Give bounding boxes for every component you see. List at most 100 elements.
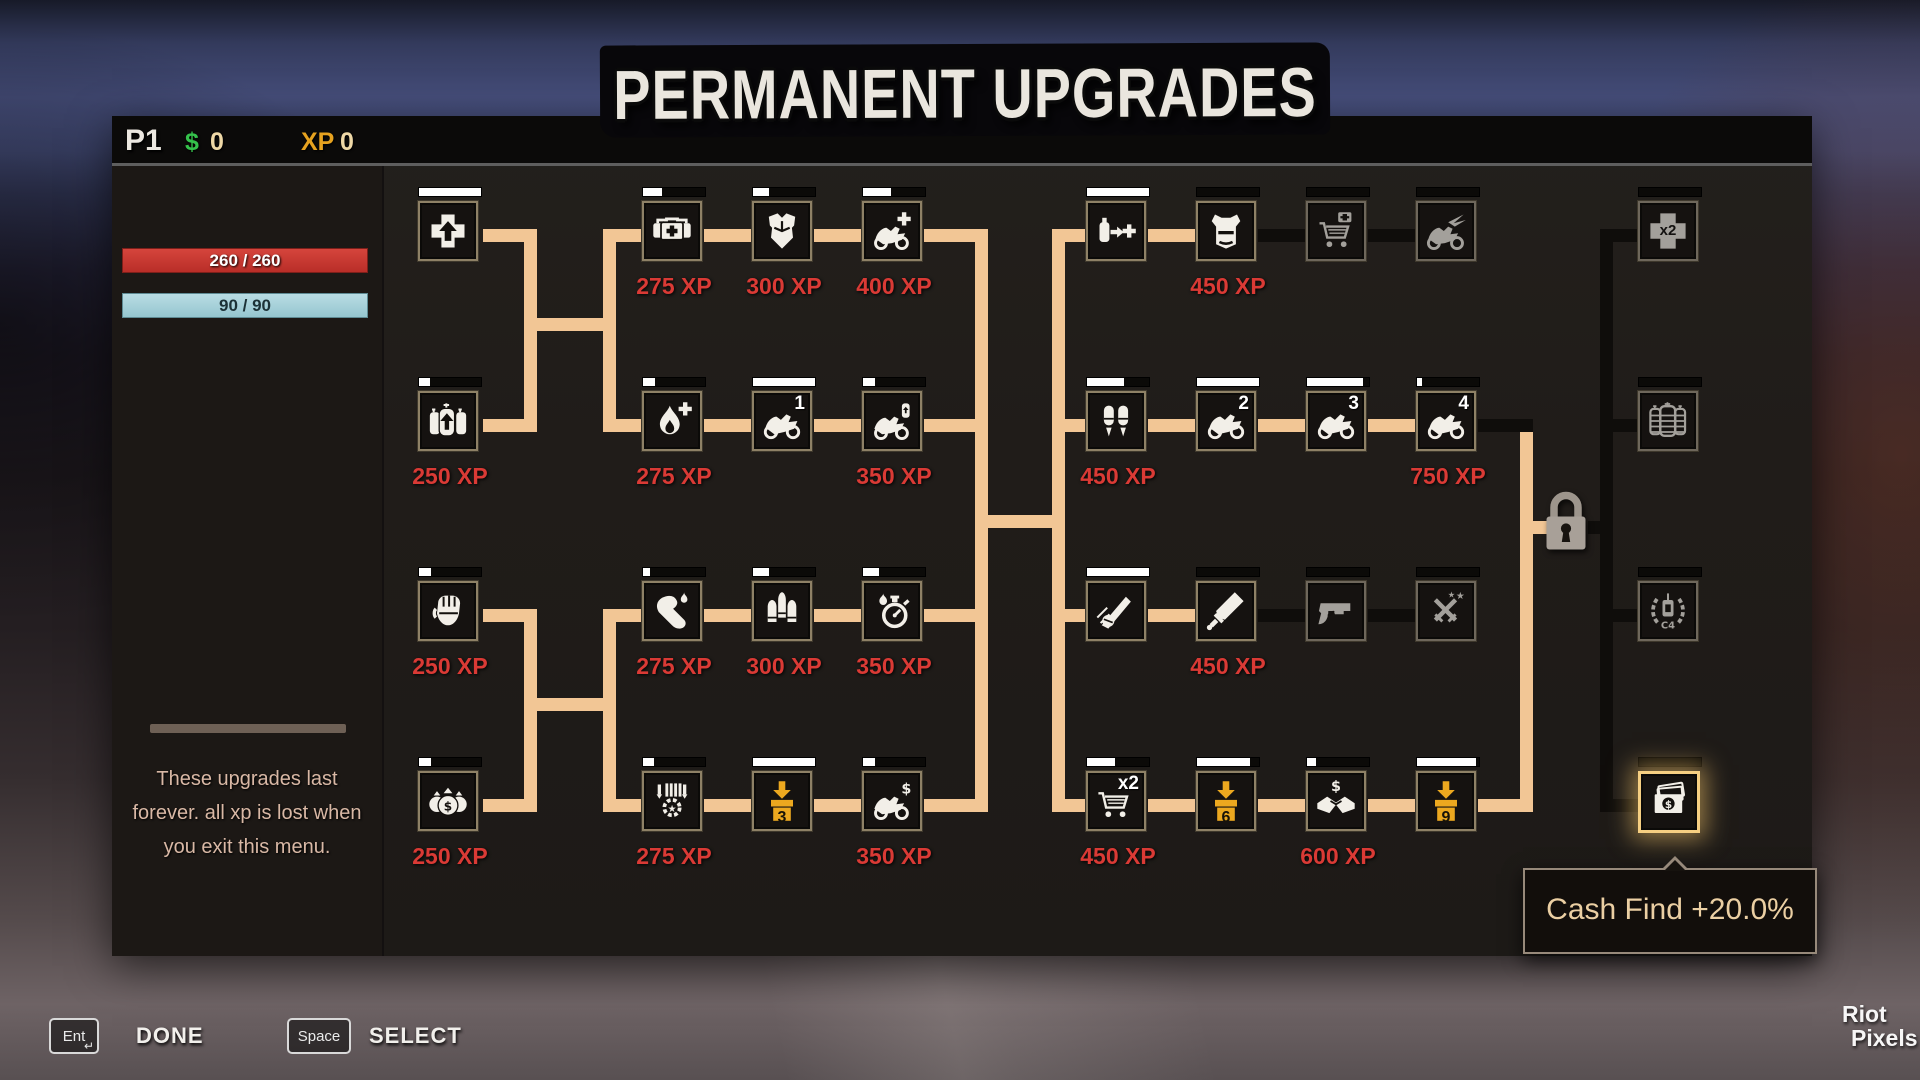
node-cash-find[interactable]: $ <box>1638 757 1702 833</box>
node-body-armor[interactable]: 300 XP <box>746 187 822 299</box>
node-winged-bike[interactable] <box>1416 187 1480 261</box>
tile-armor-vest[interactable] <box>1196 201 1256 261</box>
node-health-x2[interactable]: x2 <box>1638 187 1702 261</box>
connector-line <box>1052 419 1088 432</box>
tile-strength[interactable] <box>642 581 702 641</box>
node-bike-level-1[interactable]: 1 <box>752 377 816 451</box>
svg-text:★: ★ <box>1448 589 1455 599</box>
tile-bike-level-2[interactable]: 2 <box>1196 391 1256 451</box>
key-enter[interactable]: Ent ↵ <box>49 1018 99 1054</box>
tile-fist-power[interactable] <box>418 581 478 641</box>
tile-crate-drop-9[interactable]: 9 <box>1416 771 1476 831</box>
tile-winged-bike[interactable] <box>1416 201 1476 261</box>
node-bike-cash[interactable]: $ 350 XP <box>856 757 932 869</box>
progress-bar <box>1086 567 1150 577</box>
node-strength[interactable]: 275 XP <box>636 567 712 679</box>
tile-crate-drop-3[interactable]: 3 <box>752 771 812 831</box>
tile-ammo-supply[interactable] <box>752 581 812 641</box>
node-c4-unlock[interactable]: C4 <box>1638 567 1702 641</box>
tile-health-x2[interactable]: x2 <box>1638 201 1698 261</box>
tile-cash-find[interactable]: $ <box>1638 771 1700 833</box>
tile-melee-weapon[interactable] <box>1086 581 1146 641</box>
node-jetpack[interactable]: 450 XP <box>1080 377 1156 489</box>
xp-cost: 275 XP <box>636 843 712 869</box>
node-burn-timer[interactable]: 350 XP <box>856 567 932 679</box>
tile-bike-level-4[interactable]: 4 <box>1416 391 1476 451</box>
tile-shop-medkit[interactable] <box>1306 201 1366 261</box>
tile-jetpack[interactable] <box>1086 391 1146 451</box>
sidebar-divider <box>150 724 346 733</box>
node-bike-level-4[interactable]: 4 750 XP <box>1410 377 1486 489</box>
tile-gas-canisters[interactable] <box>418 391 478 451</box>
tile-cash-handshake[interactable]: $ <box>1306 771 1366 831</box>
connector-line <box>1052 229 1065 812</box>
tile-bike-cash[interactable]: $ <box>862 771 922 831</box>
connector-line <box>924 229 988 242</box>
tile-shop-x2[interactable]: x2 <box>1086 771 1146 831</box>
node-armor-vest[interactable]: 450 XP <box>1190 187 1266 299</box>
tile-bike-level-1[interactable]: 1 <box>752 391 812 451</box>
progress-bar <box>1638 567 1702 577</box>
node-bike-health[interactable]: 400 XP <box>856 187 932 299</box>
node-bike-level-3[interactable]: 3 <box>1306 377 1370 451</box>
node-crate-drop-9[interactable]: 9 <box>1416 757 1480 831</box>
node-melee-weapon[interactable] <box>1086 567 1150 641</box>
node-sword[interactable]: 450 XP <box>1190 567 1266 679</box>
node-medals[interactable]: ★ 275 XP <box>636 757 712 869</box>
cash-icon: $ <box>185 128 199 156</box>
tile-medkit-supply[interactable] <box>642 201 702 261</box>
key-space[interactable]: Space <box>287 1018 351 1054</box>
connector-line <box>1478 799 1533 812</box>
locked-connector-line <box>1613 799 1641 812</box>
xp-cost: 350 XP <box>856 463 932 489</box>
pistol-icon <box>1318 603 1351 625</box>
node-shop-medkit[interactable] <box>1306 187 1370 261</box>
node-crate-drop-3[interactable]: 3 <box>752 757 816 831</box>
node-ammo-supply[interactable]: 300 XP <box>746 567 822 679</box>
node-canister-stack[interactable] <box>1638 377 1702 451</box>
select-button[interactable]: SELECT <box>369 1023 462 1048</box>
x2-badge: x2 <box>1659 222 1677 239</box>
tile-body-armor[interactable] <box>752 201 812 261</box>
node-cash-bonus[interactable]: $ 250 XP <box>412 757 488 869</box>
node-cash-handshake[interactable]: $ 600 XP <box>1300 757 1376 869</box>
node-weapon-mastery[interactable]: ★★ <box>1416 567 1480 641</box>
locked-connector-line <box>1600 229 1613 812</box>
tile-burn-timer[interactable] <box>862 581 922 641</box>
tile-canister-to-health[interactable] <box>1086 201 1146 261</box>
node-fire-upgrade[interactable]: 275 XP <box>636 377 712 489</box>
node-canister-to-health[interactable] <box>1086 187 1150 261</box>
tile-bike-health[interactable] <box>862 201 922 261</box>
tile-cash-bonus[interactable]: $ <box>418 771 478 831</box>
progress-bar <box>1086 377 1150 387</box>
player-header: P1 $ 0 XP 0 <box>112 116 1812 166</box>
bike-wings-icon <box>1426 214 1466 251</box>
node-medkit-supply[interactable]: 275 XP <box>636 187 712 299</box>
node-pistol[interactable] <box>1306 567 1370 641</box>
tile-pistol[interactable] <box>1306 581 1366 641</box>
tile-sword[interactable] <box>1196 581 1256 641</box>
tile-c4-unlock[interactable]: C4 <box>1638 581 1698 641</box>
tile-medals[interactable]: ★ <box>642 771 702 831</box>
tile-crate-drop-6[interactable]: 6 <box>1196 771 1256 831</box>
node-health-capacity[interactable] <box>418 187 482 261</box>
tile-fire-upgrade[interactable] <box>642 391 702 451</box>
bike-dollar-icon: $ <box>874 781 911 821</box>
node-bike-level-2[interactable]: 2 <box>1196 377 1260 451</box>
node-shop-x2[interactable]: x2 450 XP <box>1080 757 1156 869</box>
player-id: P1 <box>125 124 162 157</box>
tile-bike-level-3[interactable]: 3 <box>1306 391 1366 451</box>
node-gas-canisters[interactable]: 250 XP <box>412 377 488 489</box>
node-fist-power[interactable]: 250 XP <box>412 567 488 679</box>
done-button[interactable]: DONE <box>136 1023 204 1048</box>
tile-weapon-mastery[interactable]: ★★ <box>1416 581 1476 641</box>
node-crate-drop-6[interactable]: 6 <box>1196 757 1260 831</box>
tile-bike-canister[interactable] <box>862 391 922 451</box>
tile-health-capacity[interactable] <box>418 201 478 261</box>
connector-line <box>1052 799 1088 812</box>
tile-canister-stack[interactable] <box>1638 391 1698 451</box>
node-bike-canister[interactable]: 350 XP <box>856 377 932 489</box>
bike-canister-icon <box>874 403 910 441</box>
xp-value: 0 <box>340 128 354 156</box>
connector-line <box>1258 419 1308 432</box>
